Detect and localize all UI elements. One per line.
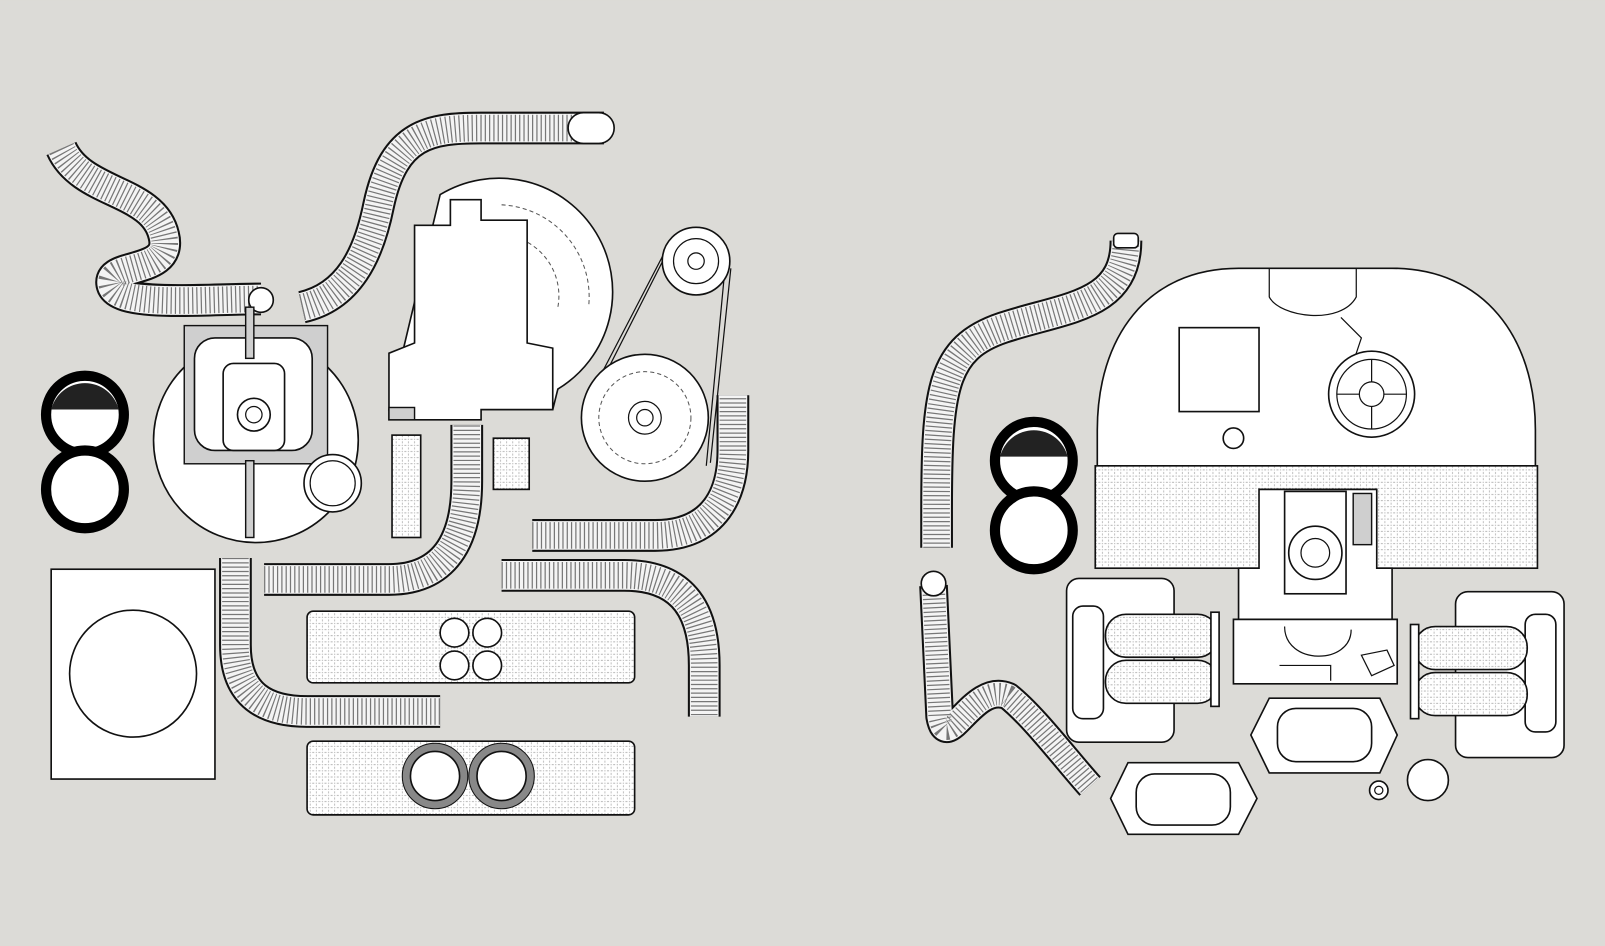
washer-small-inner <box>1374 785 1384 796</box>
washer-small <box>1368 780 1389 801</box>
hose-long-top <box>297 111 615 324</box>
pipe-l-bottom <box>219 557 441 728</box>
small-block <box>492 437 531 491</box>
water-pump-housing <box>152 306 363 544</box>
seal-ring-right-upper-fill <box>1000 430 1068 457</box>
seal-ring-right-lower <box>989 486 1078 575</box>
belt-and-pulleys <box>580 226 732 483</box>
timing-cover-plate <box>387 177 614 421</box>
manifold-box-left <box>1065 577 1220 744</box>
left-parts-group <box>40 111 750 816</box>
pipe-l-right-lower <box>501 558 721 717</box>
hose-right-lower <box>919 570 1101 796</box>
engine-cover <box>1096 267 1537 467</box>
pipe-l-right-upper <box>532 395 750 552</box>
radiator-block-upper <box>306 610 636 684</box>
hose-right-upper <box>920 232 1143 548</box>
oval-plate-lower <box>1109 761 1258 836</box>
center-pump-block <box>1237 488 1393 621</box>
manifold-box-right <box>1409 590 1565 759</box>
washer-large <box>1406 758 1450 802</box>
pipe-l-mid <box>264 424 484 596</box>
radiator-block-lower <box>306 740 636 816</box>
seal-ring-upper-fill <box>51 383 119 410</box>
lower-center-block <box>1232 618 1399 685</box>
seal-ring-lower <box>40 445 129 534</box>
right-parts-group <box>919 232 1565 836</box>
gasket-plate <box>50 568 216 780</box>
hose-top-left <box>46 140 275 317</box>
oval-plate-upper <box>1249 697 1399 774</box>
bracket-strip <box>391 434 422 539</box>
